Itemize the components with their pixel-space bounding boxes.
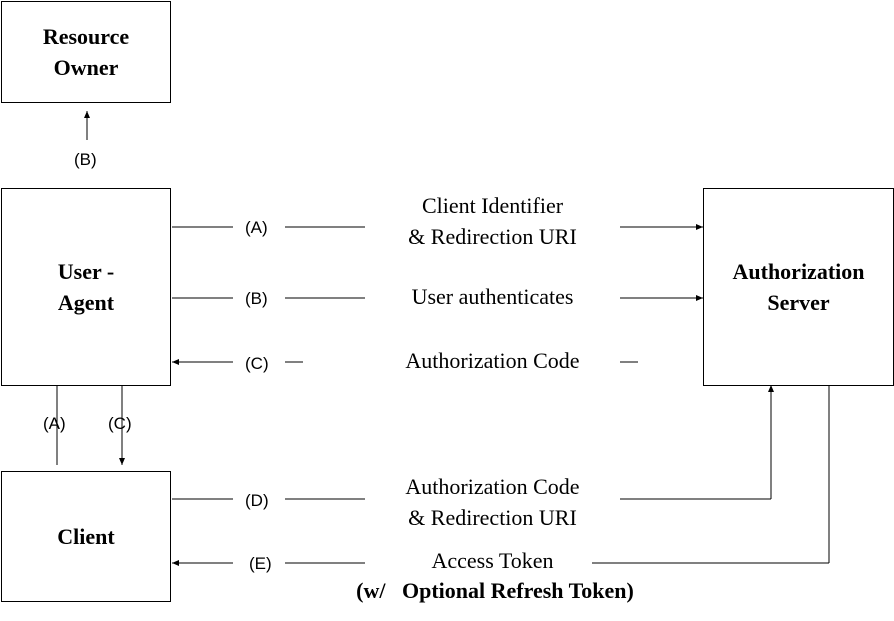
step-label-a-vertical: (A) — [43, 414, 66, 433]
message-c: Authorization Code — [405, 348, 580, 373]
step-label-a: (A) — [245, 218, 268, 237]
authorization-server-label-line2: Server — [767, 290, 830, 315]
step-label-d: (D) — [245, 491, 269, 510]
step-label-c-vertical: (C) — [108, 414, 132, 433]
step-label-e: (E) — [249, 554, 272, 573]
authorization-server-label-line1: Authorization — [732, 259, 865, 284]
message-e-line2: (w/ Optional Refresh Token) — [356, 578, 634, 603]
message-d-line1: Authorization Code — [405, 474, 580, 499]
user-agent-box: User - Agent — [1, 188, 171, 386]
message-b: User authenticates — [411, 284, 574, 309]
message-d-line2: & Redirection URI — [408, 505, 577, 530]
step-label-b: (B) — [245, 289, 268, 308]
client-label: Client — [57, 524, 115, 549]
step-label-c: (C) — [245, 354, 269, 373]
message-a-line1: Client Identifier — [421, 193, 564, 218]
step-label-b-resource: (B) — [74, 150, 97, 169]
client-box: Client — [1, 471, 171, 602]
resource-owner-label-line2: Owner — [53, 55, 119, 80]
message-e-line1: Access Token — [431, 548, 554, 573]
resource-owner-label-line1: Resource — [42, 24, 130, 49]
message-a: Client Identifier & Redirection URI — [370, 190, 615, 252]
message-d: Authorization Code & Redirection URI — [370, 471, 615, 533]
message-a-line2: & Redirection URI — [408, 224, 577, 249]
user-agent-label-line2: Agent — [57, 290, 115, 315]
user-agent-label-line1: User - — [57, 259, 115, 284]
